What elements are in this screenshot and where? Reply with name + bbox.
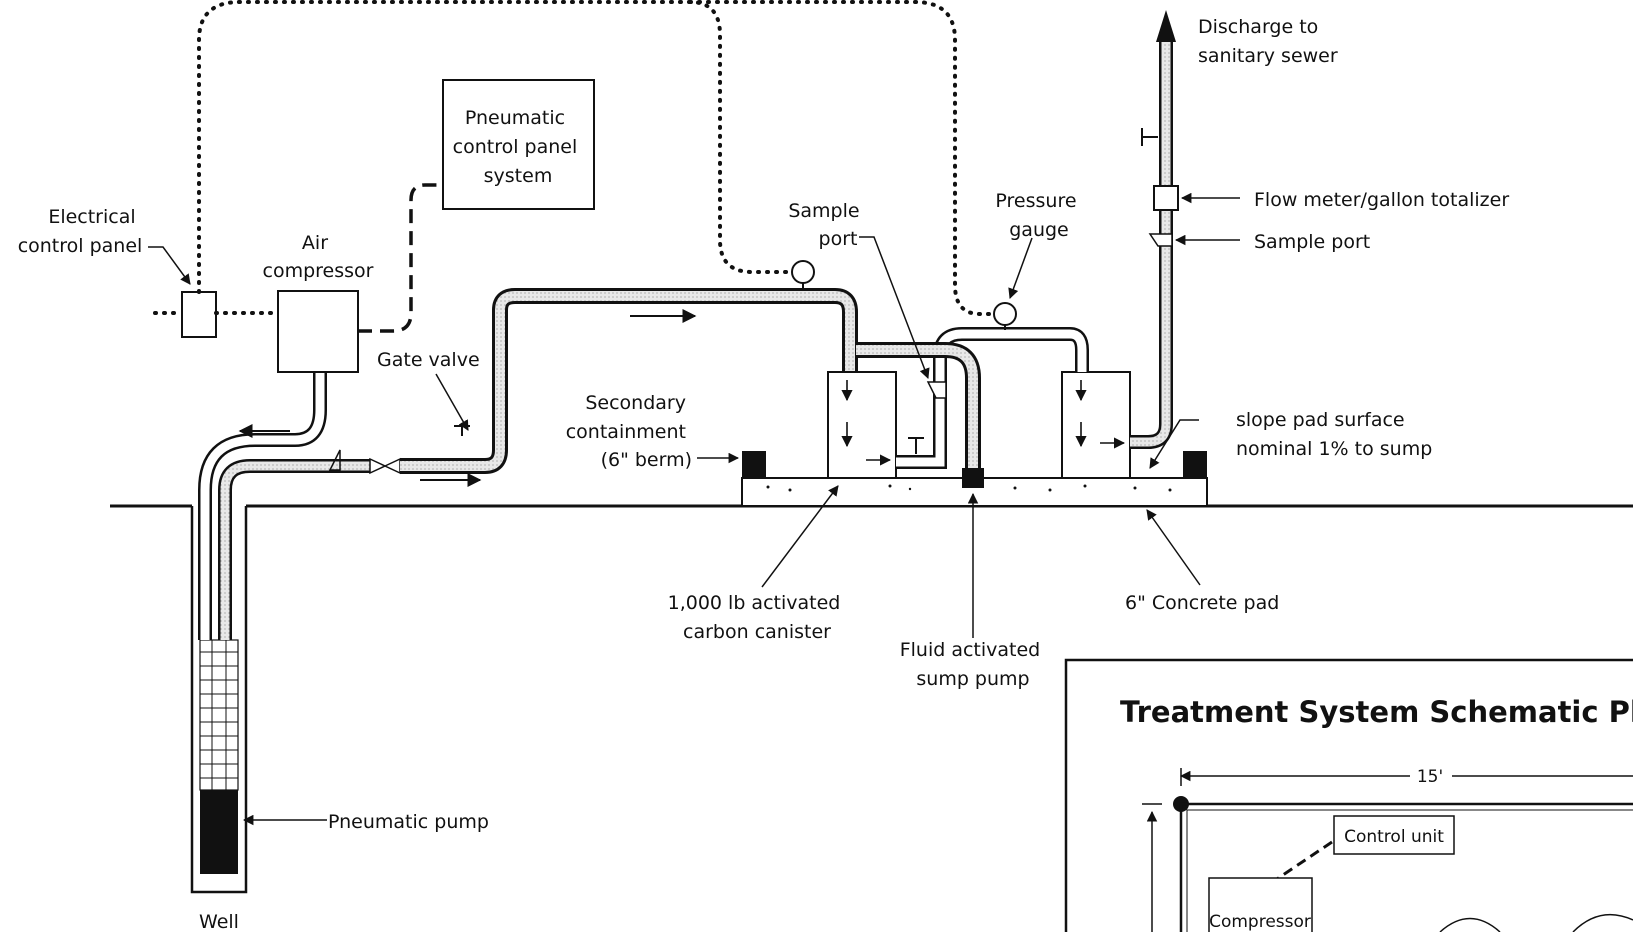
carbon-canister-2 [1061, 371, 1131, 479]
pneumatic-control-panel [442, 79, 595, 210]
gate-valve-symbol [369, 457, 401, 475]
secondary-containment-label: Secondary containment (6" berm) [566, 392, 692, 471]
inset-title: Treatment System Schematic Pl [1120, 695, 1633, 729]
discharge-label: Discharge to sanitary sewer [1198, 16, 1338, 67]
sample-port-valve [926, 381, 947, 399]
electrical-wiring [153, 0, 996, 316]
air-compressor [277, 290, 359, 373]
pressure-gauge [993, 302, 1017, 326]
discharge-pipe [1130, 40, 1173, 449]
dimension-label: 15' [1417, 767, 1443, 787]
sump-pump-label: Fluid activated sump pump [900, 639, 1047, 690]
flow-meter [1153, 185, 1179, 211]
gate-valve-label: Gate valve [377, 349, 480, 371]
air-compressor-label: Air compressor [263, 232, 374, 282]
pneumatic-pump [200, 790, 238, 874]
slope-pad-label: slope pad surface nominal 1% to sump [1236, 409, 1432, 460]
valve-handle [454, 425, 470, 436]
valve-handle [908, 437, 924, 454]
concrete-pad-label: 6" Concrete pad [1125, 592, 1279, 614]
well-pipes [198, 372, 370, 640]
carbon-canister-1 [827, 371, 897, 479]
sample-port-label: Sample port [788, 200, 865, 250]
schematic-plan-inset: Treatment System Schematic Pl 15' Contro… [1064, 658, 1633, 932]
control-unit-label: Control unit [1344, 827, 1444, 847]
flow-meter-label: Flow meter/gallon totalizer [1254, 189, 1509, 211]
sump-pump [962, 468, 984, 488]
well-label: Well [199, 911, 239, 932]
carbon-canister-label: 1,000 lb activated carbon canister [668, 592, 847, 643]
sample-port-right-label: Sample port [1254, 231, 1370, 253]
berm-right [1183, 451, 1207, 478]
discharge-arrow [1156, 10, 1176, 42]
sample-port-gauge [791, 260, 815, 284]
discharge-valve-handle [1141, 128, 1158, 146]
berm-left [742, 451, 766, 478]
pneumatic-line [358, 183, 443, 333]
discharge-sample-port [1148, 233, 1173, 247]
pressure-gauge-label: Pressure gauge [995, 190, 1082, 241]
control-unit-box [1333, 815, 1455, 855]
pneumatic-pump-label: Pneumatic pump [328, 811, 489, 833]
check-valve [328, 449, 341, 471]
influent-pipe [400, 288, 858, 474]
well-casing [190, 506, 248, 894]
compressor-label: Compressor [1209, 912, 1311, 932]
sump-return-pipe [856, 342, 981, 468]
electrical-control-panel [181, 291, 217, 338]
compressor-box [1208, 877, 1313, 932]
pad-speckles [766, 484, 1172, 492]
pneumatic-control-panel-label: Pneumatic control panel system [453, 107, 584, 187]
electrical-control-panel-label: Electrical control panel [18, 206, 143, 257]
